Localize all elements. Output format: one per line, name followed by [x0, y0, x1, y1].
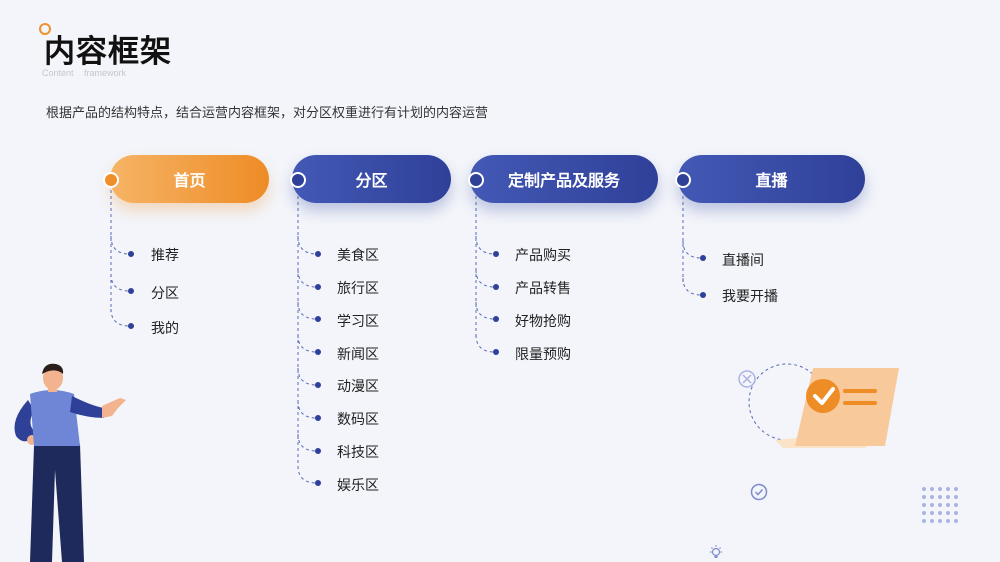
person-illustration [14, 363, 126, 562]
list-item-food[interactable]: 美食区 [337, 248, 379, 264]
list-item-news[interactable]: 新闻区 [337, 347, 379, 363]
page-description: 根据产品的结构特点，结合运营内容框架，对分区权重进行有计划的内容运营 [46, 106, 489, 121]
list-item-home-zones[interactable]: 分区 [151, 286, 179, 302]
page-subtitle: Content framework [42, 68, 127, 78]
list-item-travel[interactable]: 旅行区 [337, 281, 379, 297]
list-item-home-recommend[interactable]: 推荐 [151, 248, 179, 264]
checklist-illustration [738, 363, 899, 448]
node-home [103, 172, 119, 188]
list-item-presale[interactable]: 限量预购 [515, 347, 571, 363]
check-circle-icon [750, 483, 768, 501]
list-item-flash-sale[interactable]: 好物抢购 [515, 314, 571, 330]
node-live [675, 172, 691, 188]
column-header-custom-products[interactable]: 定制产品及服务 [470, 155, 658, 203]
title-ring-decoration [39, 23, 51, 35]
list-item-study[interactable]: 学习区 [337, 314, 379, 330]
page-title: 内容框架 [44, 34, 172, 70]
column-header-live[interactable]: 直播 [678, 155, 865, 203]
list-item-resale[interactable]: 产品转售 [515, 281, 571, 297]
node-custom-products [468, 172, 484, 188]
list-item-digital[interactable]: 数码区 [337, 412, 379, 428]
list-item-anime[interactable]: 动漫区 [337, 379, 379, 395]
dot-grid-decoration [922, 487, 958, 523]
list-item-tech[interactable]: 科技区 [337, 445, 379, 461]
column-header-home[interactable]: 首页 [110, 155, 269, 203]
node-zones [290, 172, 306, 188]
list-item-go-live[interactable]: 我要开播 [722, 289, 778, 305]
list-item-live-room[interactable]: 直播间 [722, 253, 764, 269]
lightbulb-icon [710, 545, 722, 558]
list-item-home-mine[interactable]: 我的 [151, 321, 179, 337]
list-item-buy[interactable]: 产品购买 [515, 248, 571, 264]
column-header-zones[interactable]: 分区 [292, 155, 451, 203]
list-item-entertainment[interactable]: 娱乐区 [337, 478, 379, 494]
